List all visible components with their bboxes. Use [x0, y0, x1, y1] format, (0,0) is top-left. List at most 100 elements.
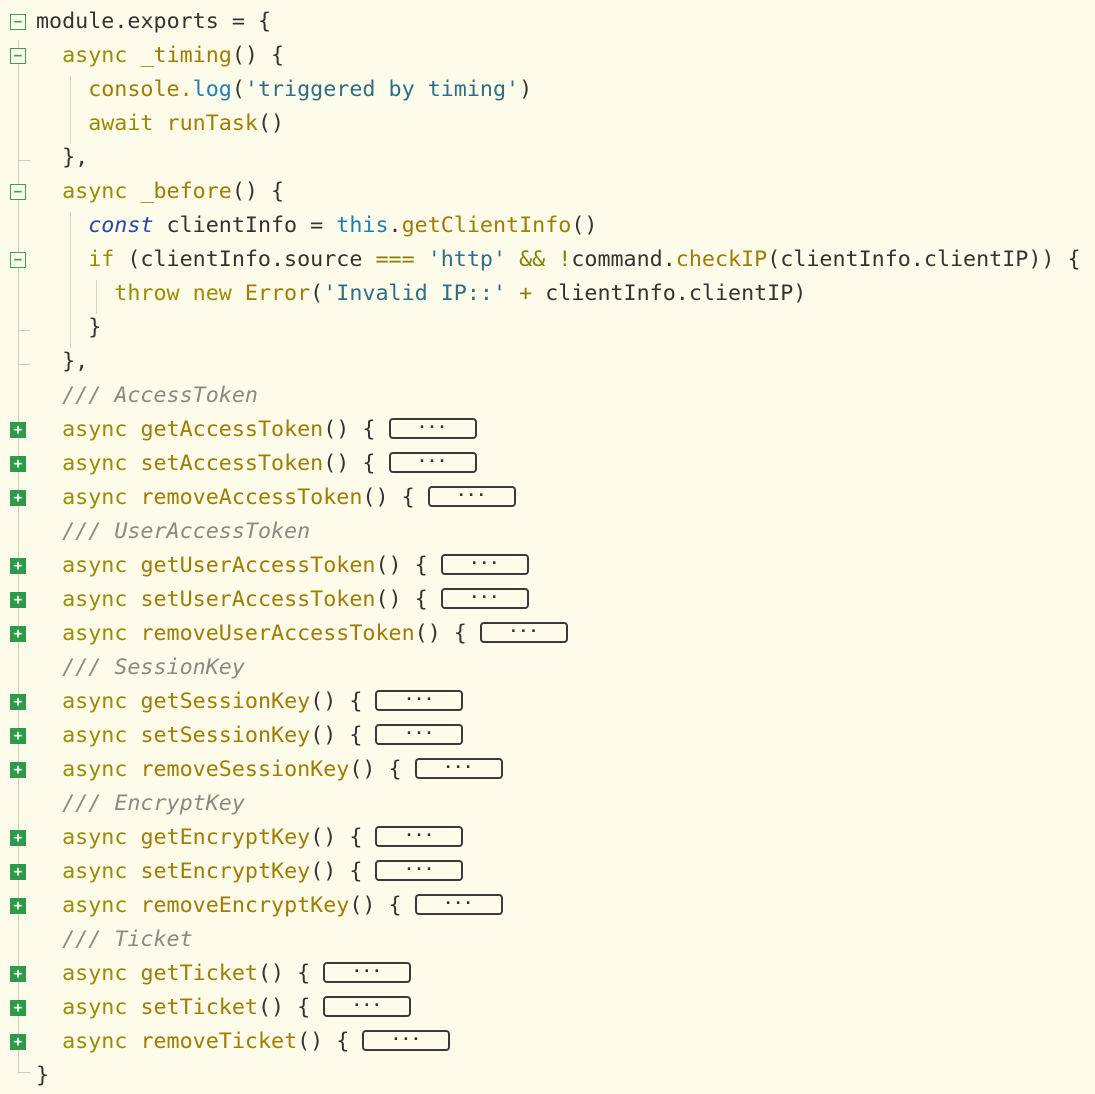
folded-code-ellipsis[interactable]: ···: [375, 859, 464, 881]
plus-box-icon[interactable]: +: [10, 592, 26, 608]
code-line[interactable]: async removeSessionKey() { ···: [62, 753, 503, 787]
code-token: console.: [88, 77, 193, 102]
code-line[interactable]: async getAccessToken() { ···: [62, 413, 477, 447]
code-token: && !: [506, 247, 572, 272]
code-token: async: [62, 587, 141, 612]
plus-box-icon[interactable]: +: [10, 1034, 26, 1050]
code-line[interactable]: }: [36, 1059, 49, 1093]
code-token: async: [62, 893, 141, 918]
code-line[interactable]: async removeTicket() { ···: [62, 1025, 451, 1059]
code-token: getSessionKey: [140, 689, 311, 714]
code-token: const: [88, 213, 154, 238]
plus-box-icon[interactable]: +: [10, 1000, 26, 1016]
minus-box-icon[interactable]: −: [10, 184, 26, 200]
folded-code-ellipsis[interactable]: ···: [375, 825, 464, 847]
folded-code-ellipsis[interactable]: ···: [388, 451, 477, 473]
code-line[interactable]: }: [88, 311, 101, 345]
folded-code-ellipsis[interactable]: ···: [388, 417, 477, 439]
code-token: module.exports = {: [36, 9, 272, 34]
plus-box-icon[interactable]: +: [10, 830, 26, 846]
code-line[interactable]: /// EncryptKey: [62, 787, 245, 821]
folded-code-ellipsis[interactable]: ···: [440, 587, 529, 609]
code-line[interactable]: },: [62, 345, 88, 379]
minus-box-icon[interactable]: −: [10, 14, 26, 30]
code-line[interactable]: /// Ticket: [62, 923, 193, 957]
folded-code-ellipsis[interactable]: ···: [323, 961, 412, 983]
plus-box-icon[interactable]: +: [10, 694, 26, 710]
folded-code-ellipsis[interactable]: ···: [427, 485, 516, 507]
code-line[interactable]: async removeEncryptKey() { ···: [62, 889, 503, 923]
folded-code-ellipsis[interactable]: ···: [362, 1029, 451, 1051]
folded-code-ellipsis[interactable]: ···: [414, 893, 503, 915]
code-token: async: [62, 1029, 141, 1054]
code-token: clientInfo.clientIP): [545, 281, 807, 306]
code-line[interactable]: /// UserAccessToken: [62, 515, 310, 549]
code-line[interactable]: /// SessionKey: [62, 651, 245, 685]
code-line[interactable]: const clientInfo = this.getClientInfo(): [88, 209, 597, 243]
code-line[interactable]: async getUserAccessToken() { ···: [62, 549, 529, 583]
code-line[interactable]: async removeUserAccessToken() { ···: [62, 617, 568, 651]
plus-box-icon[interactable]: +: [10, 728, 26, 744]
indent-guide-timing: [70, 76, 71, 144]
code-line[interactable]: async _before() {: [62, 175, 284, 209]
indent-guide-if: [96, 280, 97, 314]
plus-box-icon[interactable]: +: [10, 456, 26, 472]
code-line[interactable]: throw new Error('Invalid IP::' + clientI…: [114, 277, 806, 311]
code-line[interactable]: async removeAccessToken() { ···: [62, 481, 516, 515]
code-line[interactable]: if (clientInfo.source === 'http' && !com…: [88, 243, 1080, 277]
code-token: () {: [231, 179, 285, 204]
plus-box-icon[interactable]: +: [10, 864, 26, 880]
code-token: () {: [310, 689, 363, 714]
plus-box-icon[interactable]: +: [10, 422, 26, 438]
folded-code-ellipsis[interactable]: ···: [440, 553, 529, 575]
code-line[interactable]: console.log('triggered by timing'): [88, 73, 532, 107]
code-line[interactable]: async getSessionKey() { ···: [62, 685, 464, 719]
code-line[interactable]: async setEncryptKey() { ···: [62, 855, 464, 889]
code-token: /// AccessToken: [62, 383, 258, 408]
minus-box-icon[interactable]: −: [10, 252, 26, 268]
code-line[interactable]: async setAccessToken() { ···: [62, 447, 477, 481]
code-token: () {: [231, 43, 285, 68]
code-token: () {: [297, 1029, 350, 1054]
code-token: () {: [414, 621, 467, 646]
code-line[interactable]: },: [62, 141, 88, 175]
plus-box-icon[interactable]: +: [10, 966, 26, 982]
code-line[interactable]: async setUserAccessToken() { ···: [62, 583, 529, 617]
plus-box-icon[interactable]: +: [10, 762, 26, 778]
code-line[interactable]: /// AccessToken: [62, 379, 258, 413]
code-token: async: [62, 825, 141, 850]
folded-code-ellipsis[interactable]: ···: [414, 757, 503, 779]
code-line[interactable]: async setSessionKey() { ···: [62, 719, 464, 753]
code-token: getEncryptKey: [140, 825, 311, 850]
code-token: async: [62, 43, 141, 68]
plus-box-icon[interactable]: +: [10, 490, 26, 506]
plus-box-icon[interactable]: +: [10, 898, 26, 914]
folded-code-ellipsis[interactable]: ···: [375, 723, 464, 745]
code-line[interactable]: async getTicket() { ···: [62, 957, 412, 991]
code-line[interactable]: async _timing() {: [62, 39, 284, 73]
code-token: async: [62, 179, 141, 204]
folded-code-ellipsis[interactable]: ···: [479, 621, 568, 643]
code-token: 'http': [427, 247, 507, 272]
code-token: removeAccessToken: [140, 485, 363, 510]
code-token: removeTicket: [140, 1029, 298, 1054]
code-token: throw new: [114, 281, 245, 306]
code-token: ===: [375, 247, 428, 272]
code-token: (: [231, 77, 245, 102]
code-token: _before: [140, 179, 232, 204]
code-line[interactable]: module.exports = {: [36, 5, 271, 39]
plus-box-icon[interactable]: +: [10, 626, 26, 642]
plus-box-icon[interactable]: +: [10, 558, 26, 574]
code-line[interactable]: async getEncryptKey() { ···: [62, 821, 464, 855]
folded-code-ellipsis[interactable]: ···: [323, 995, 412, 1017]
code-line[interactable]: await runTask(): [88, 107, 284, 141]
code-token: () {: [323, 417, 376, 442]
code-line[interactable]: async setTicket() { ···: [62, 991, 412, 1025]
code-token: getTicket: [140, 961, 258, 986]
minus-box-icon[interactable]: −: [10, 48, 26, 64]
code-token: 'triggered by timing': [244, 77, 520, 102]
folded-code-ellipsis[interactable]: ···: [375, 689, 464, 711]
fold-end-if: [18, 330, 30, 331]
code-token: async: [62, 621, 141, 646]
